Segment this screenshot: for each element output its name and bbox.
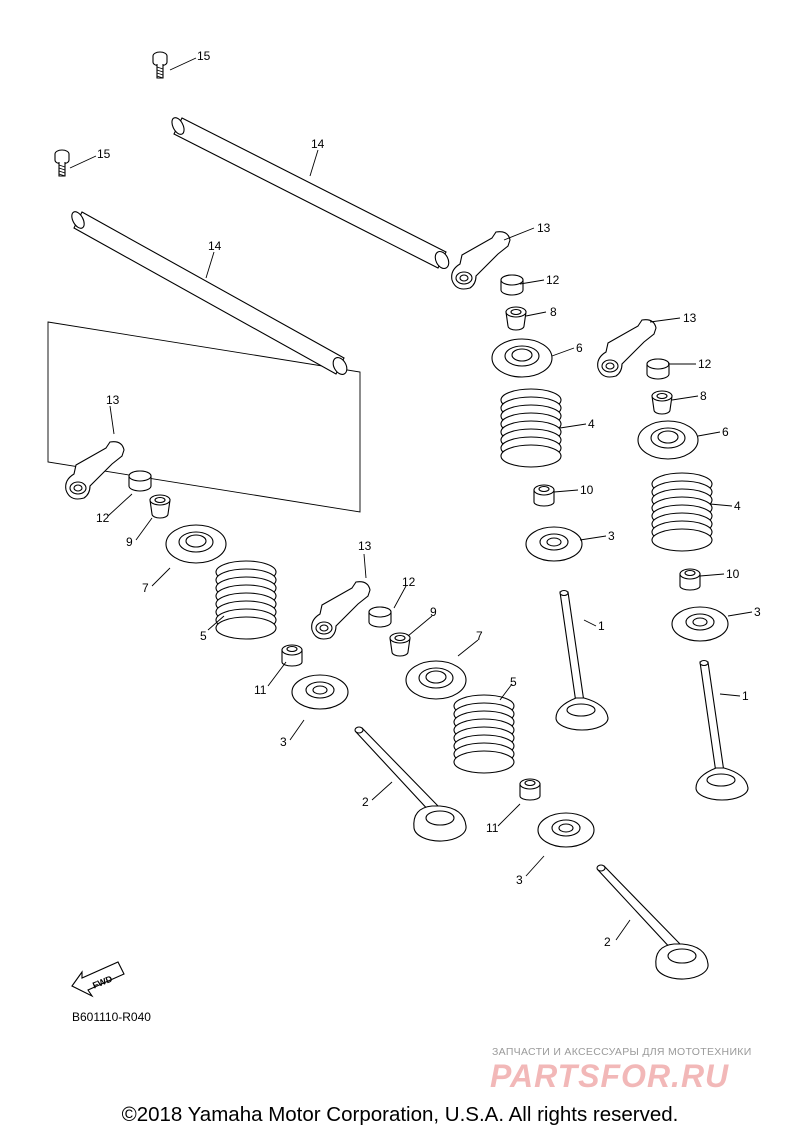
adjusting-pad-b	[646, 358, 670, 380]
valve-seal-10a	[533, 484, 555, 507]
rocker-arm-left	[65, 441, 125, 500]
callout-9: 9	[430, 605, 437, 619]
spring-retainer-6b	[637, 420, 699, 460]
valve-cotter-d	[389, 632, 411, 657]
rocker-shaft-lower	[71, 211, 348, 375]
intake-valve-b	[596, 864, 709, 980]
valve-seal-10b	[679, 568, 701, 591]
spring-retainer-7a	[165, 524, 227, 564]
callout-1: 1	[742, 689, 749, 703]
callout-12: 12	[698, 357, 712, 371]
figure-code: B601110-R040	[72, 1010, 151, 1024]
spring-retainer-7b	[405, 660, 467, 700]
callout-6: 6	[722, 425, 729, 439]
exhaust-valve-b	[695, 659, 749, 801]
callout-12: 12	[402, 575, 416, 589]
spring-seat-3d	[537, 812, 595, 848]
callout-5: 5	[200, 629, 207, 643]
callout-3: 3	[754, 605, 761, 619]
intake-valve-a	[354, 726, 467, 842]
callout-10: 10	[580, 483, 594, 497]
valve-cotter-c	[149, 494, 171, 519]
callout-11: 11	[254, 683, 267, 697]
copyright-footer: ©2018 Yamaha Motor Corporation, U.S.A. A…	[121, 1103, 679, 1126]
adjusting-pad-d	[368, 606, 392, 628]
group-frame	[47, 321, 361, 513]
exhaust-valve-a	[555, 589, 609, 731]
callout-2: 2	[604, 935, 611, 949]
watermark-tagline: ЗАПЧАСТИ И АКСЕССУАРЫ ДЛЯ МОТОТЕХНИКИ	[492, 1046, 752, 1058]
rocker-shaft-upper	[171, 117, 450, 270]
spring-retainer-6a	[491, 338, 553, 378]
forward-direction-icon: FWD	[71, 961, 125, 998]
shaft-bolt-upper	[152, 51, 168, 79]
callout-3: 3	[280, 735, 287, 749]
valve-cotter-a	[505, 306, 527, 331]
callout-5: 5	[510, 675, 517, 689]
callout-3: 3	[516, 873, 523, 887]
callout-9: 9	[126, 535, 133, 549]
callout-7: 7	[476, 629, 483, 643]
callout-1: 1	[598, 619, 605, 633]
callout-15: 15	[97, 147, 111, 161]
valve-spring-5b	[453, 694, 515, 774]
spring-seat-3a	[525, 526, 583, 562]
callout-8: 8	[700, 389, 707, 403]
callout-6: 6	[576, 341, 583, 355]
callout-13: 13	[358, 539, 372, 553]
callout-2: 2	[362, 795, 369, 809]
callout-3: 3	[608, 529, 615, 543]
callout-13: 13	[683, 311, 697, 325]
watermark-logo: PARTSFOR.RU	[490, 1058, 730, 1094]
valve-spring-4b	[651, 472, 713, 552]
callout-11: 11	[486, 821, 499, 835]
adjusting-pad-a	[500, 274, 524, 296]
callout-4: 4	[734, 499, 741, 513]
callout-12: 12	[96, 511, 110, 525]
callout-10: 10	[726, 567, 740, 581]
callout-4: 4	[588, 417, 595, 431]
callout-14: 14	[311, 137, 325, 151]
valve-seal-11b	[519, 778, 541, 801]
valve-spring-5a	[215, 560, 277, 640]
rocker-arm-middle	[311, 581, 371, 640]
adjusting-pad-c	[128, 470, 152, 492]
shaft-bolt-lower	[54, 149, 70, 177]
spring-seat-3b	[671, 606, 729, 642]
valve-cotter-b	[651, 390, 673, 415]
callout-13: 13	[537, 221, 551, 235]
callout-15: 15	[197, 49, 211, 63]
valve-spring-4a	[500, 388, 562, 468]
spring-seat-3c	[291, 674, 349, 710]
callout-12: 12	[546, 273, 560, 287]
leader-lines	[69, 57, 753, 941]
callout-13: 13	[106, 393, 120, 407]
callout-14: 14	[208, 239, 222, 253]
callout-8: 8	[550, 305, 557, 319]
callout-7: 7	[142, 581, 149, 595]
